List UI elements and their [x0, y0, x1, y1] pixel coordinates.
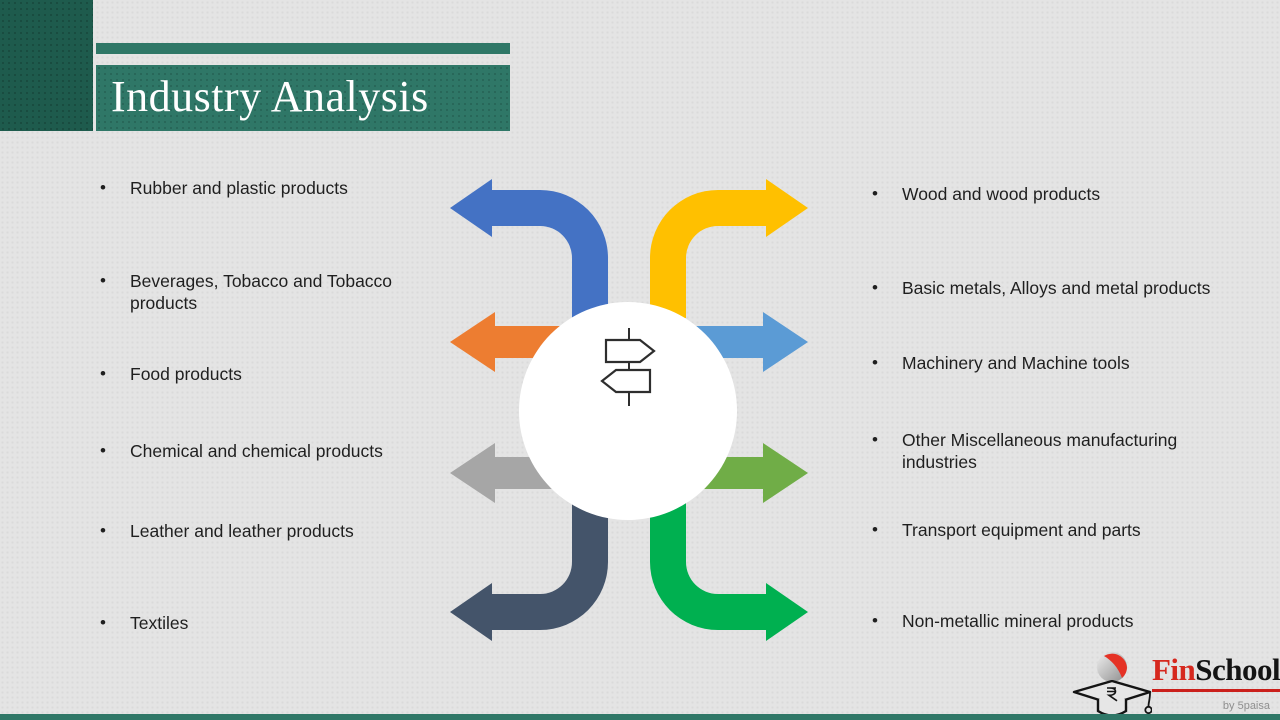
- list-item: Beverages, Tobacco and Tobacco products: [100, 270, 422, 314]
- list-item-label: Food products: [130, 364, 242, 384]
- footer-accent-bar: [0, 714, 1280, 720]
- signpost-icon: [600, 328, 656, 406]
- list-item-label: Leather and leather products: [130, 521, 354, 541]
- list-item-label: Basic metals, Alloys and metal products: [902, 278, 1211, 298]
- list-item-label: Other Miscellaneous manufacturing indust…: [902, 430, 1178, 472]
- curved-arrow-top-right-icon: [650, 179, 808, 318]
- logo-byline: by 5paisa: [1222, 700, 1270, 712]
- title-banner: Industry Analysis: [96, 65, 510, 131]
- logo-wordmark: FinSchool: [1152, 654, 1280, 692]
- list-item-label: Machinery and Machine tools: [902, 353, 1130, 373]
- curved-arrow-top-left-icon: [450, 179, 608, 318]
- list-item: Chemical and chemical products: [100, 440, 422, 462]
- list-item-label: Textiles: [130, 613, 189, 633]
- list-item-label: Beverages, Tobacco and Tobacco products: [130, 271, 393, 313]
- finschool-logo: FinSchool by 5paisa: [1068, 646, 1280, 718]
- logo-globe-icon: [1097, 652, 1127, 682]
- list-item-label: Wood and wood products: [902, 184, 1101, 204]
- list-item-label: Non-metallic mineral products: [902, 611, 1134, 631]
- list-item: Wood and wood products: [872, 183, 1250, 205]
- list-item: Food products: [100, 363, 422, 385]
- list-item: Other Miscellaneous manufacturing indust…: [872, 429, 1250, 473]
- page-title: Industry Analysis: [111, 72, 429, 121]
- logo-wordmark-fin: Fin: [1152, 652, 1196, 687]
- corner-accent-square: [0, 0, 93, 131]
- curved-arrow-bottom-right-icon: [650, 502, 808, 641]
- list-item: Non-metallic mineral products: [872, 610, 1250, 632]
- list-item: Basic metals, Alloys and metal products: [872, 277, 1250, 299]
- list-item: Textiles: [100, 612, 422, 634]
- list-item-label: Transport equipment and parts: [902, 520, 1141, 540]
- list-item: Rubber and plastic products: [100, 177, 422, 199]
- list-item: Leather and leather products: [100, 520, 422, 542]
- list-item-label: Rubber and plastic products: [130, 178, 348, 198]
- list-item: Transport equipment and parts: [872, 519, 1250, 541]
- curved-arrow-bottom-left-icon: [450, 502, 608, 641]
- header-accent-strip: [96, 43, 510, 54]
- list-item-label: Chemical and chemical products: [130, 441, 383, 461]
- logo-wordmark-school: School: [1195, 652, 1280, 687]
- list-item: Machinery and Machine tools: [872, 352, 1250, 374]
